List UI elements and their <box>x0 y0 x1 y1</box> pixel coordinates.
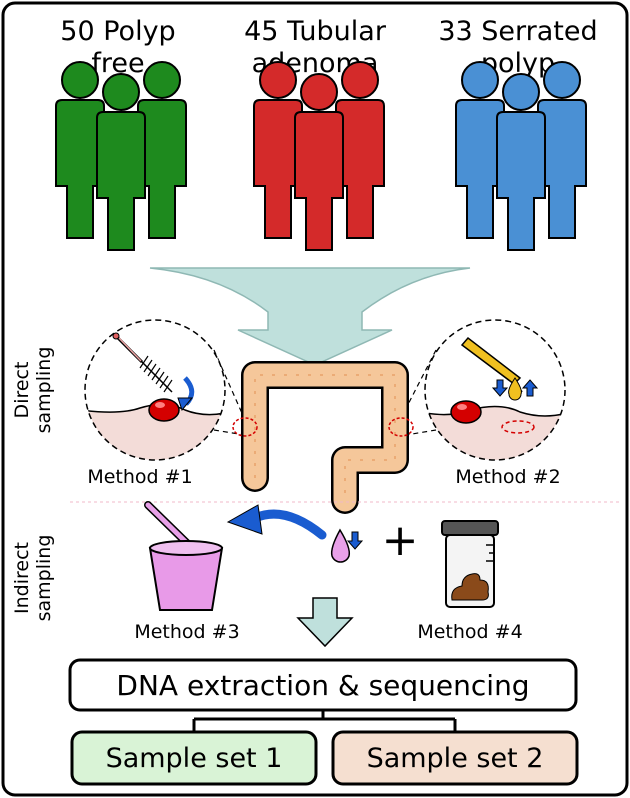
cup-icon <box>144 501 224 611</box>
down-arrow-icon <box>491 379 509 397</box>
direct-sampling-label-line2: sampling <box>33 347 55 434</box>
droplet-icon-yellow <box>508 377 522 401</box>
right-sample-site-marker <box>388 417 414 437</box>
left-sample-site-marker <box>232 417 258 437</box>
direct-sampling-label-line1: Direct <box>11 362 33 419</box>
sample-set-1-box <box>70 730 318 786</box>
connector-lines <box>192 710 457 732</box>
up-arrow-icon <box>521 379 539 397</box>
sample-set-1-label: Sample set 1 <box>106 743 283 774</box>
group-1-title-line1: 50 Polyp <box>60 16 175 47</box>
polyp-icon <box>148 398 180 422</box>
method-3-label: Method #3 <box>134 621 239 643</box>
droplet-icon <box>330 528 351 563</box>
method-1-zoom-circle <box>84 319 226 461</box>
sample-set-2-label: Sample set 2 <box>367 743 544 774</box>
stool-jar-icon <box>441 520 499 608</box>
group-2-title-line1: 45 Tubular <box>244 16 387 47</box>
method-4-label: Method #4 <box>417 621 522 643</box>
sample-set-2-box <box>331 730 579 786</box>
brush-icon <box>112 332 173 393</box>
method-2-label: Method #2 <box>455 466 560 488</box>
polyp-free-people-icon <box>55 61 187 251</box>
colon-icon <box>241 361 409 514</box>
down-arrow-icon-large <box>296 597 354 648</box>
method-2-zoom-circle <box>424 319 566 461</box>
group-3-title-line1: 33 Serrated <box>438 16 597 47</box>
plus-sign: + <box>382 515 419 566</box>
polyp-icon-2 <box>450 400 482 424</box>
dna-extraction-label: DNA extraction & sequencing <box>116 669 529 702</box>
indirect-sampling-label-line1: Indirect <box>11 542 33 614</box>
to-cup-arrow-icon <box>250 509 327 540</box>
tubular-adenoma-people-icon <box>253 61 385 251</box>
indirect-sampling-label-line2: sampling <box>33 535 55 622</box>
method-1-label: Method #1 <box>87 466 192 488</box>
serrated-polyp-people-icon <box>455 61 587 251</box>
small-down-arrow-icon <box>346 531 364 550</box>
